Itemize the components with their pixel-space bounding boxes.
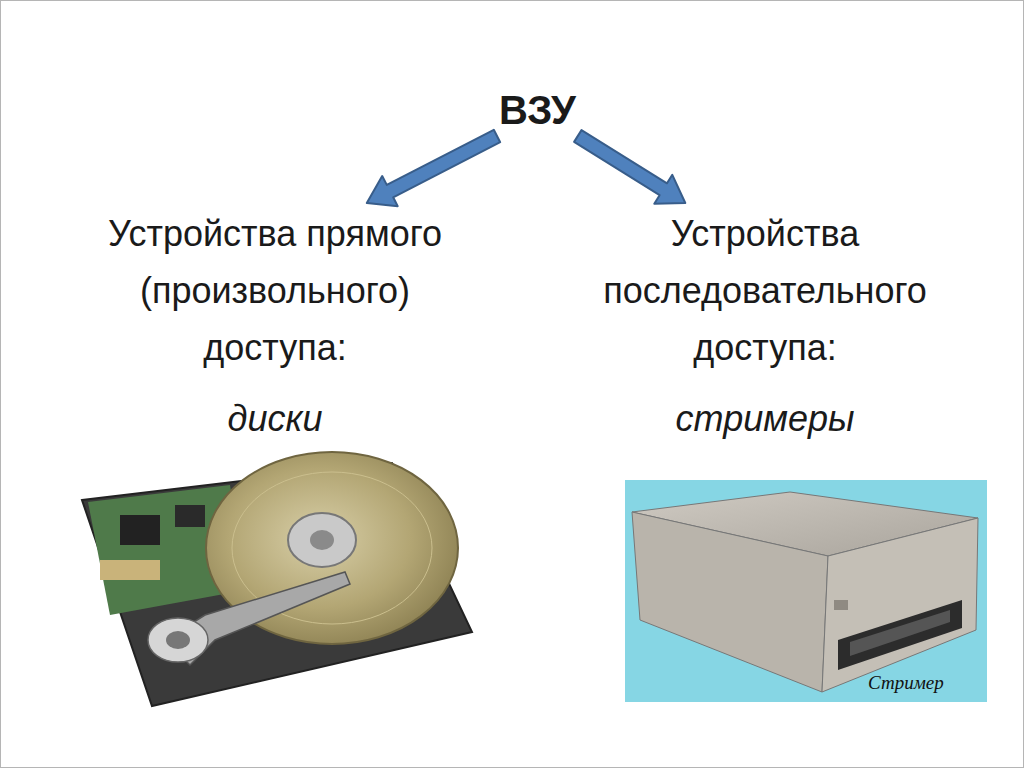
example-text: диски (75, 394, 475, 444)
picture-caption: Стример (868, 672, 944, 694)
root-node: ВЗУ (493, 82, 582, 138)
category-heading: Устройства прямого (произвольного) досту… (75, 205, 475, 376)
root-title: ВЗУ (493, 82, 582, 138)
hard-disk-picture (82, 452, 472, 706)
category-node: Устройства прямого (произвольного) досту… (75, 205, 475, 444)
block-arrow (574, 130, 685, 204)
block-arrow (367, 130, 500, 206)
category-heading: Устройства последовательного доступа: (565, 205, 965, 376)
category-node: Устройства последовательного доступа: стр… (565, 205, 965, 444)
streamer-picture (625, 480, 987, 702)
example-text: стримеры (565, 394, 965, 444)
